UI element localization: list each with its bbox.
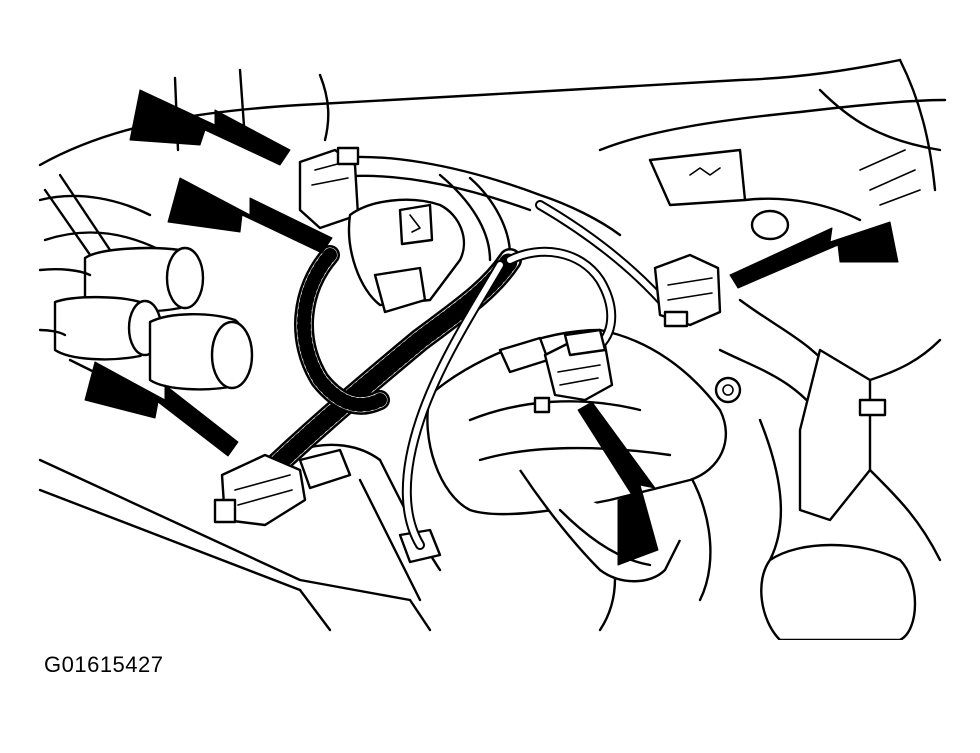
lower-left-connector bbox=[213, 448, 352, 527]
center-sensor-connector bbox=[347, 198, 466, 314]
top-left-connector bbox=[298, 146, 360, 230]
arrow-top-left bbox=[129, 89, 291, 166]
arrow-right bbox=[729, 221, 899, 289]
engine-outline bbox=[38, 58, 947, 642]
arrow-bottom-right bbox=[577, 401, 659, 566]
arrow-bottom-left bbox=[84, 361, 239, 457]
throttle-position-sensor-connector bbox=[533, 328, 614, 414]
wire-harness bbox=[223, 200, 675, 550]
figure-id-label: G01615427 bbox=[44, 652, 164, 677]
right-connector bbox=[653, 253, 722, 328]
arrow-center-left bbox=[167, 177, 333, 254]
engine-sensor-location-diagram bbox=[38, 58, 947, 642]
